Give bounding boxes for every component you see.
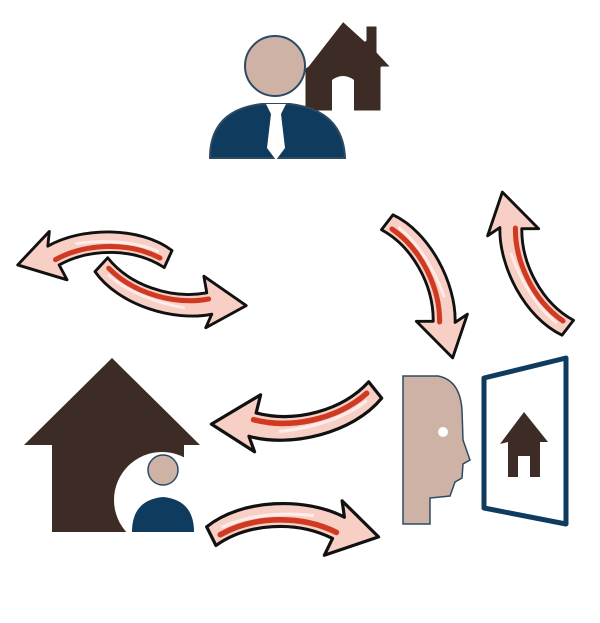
home-person-head-icon xyxy=(147,454,179,486)
businessperson-with-house-icon xyxy=(208,18,395,160)
home-with-person-icon xyxy=(24,358,210,548)
home-person-body-icon xyxy=(132,497,194,532)
tie-icon xyxy=(266,104,286,160)
door-with-house-icon xyxy=(481,355,569,527)
cycle-arrows-left-icon xyxy=(14,215,250,334)
door-house-icon xyxy=(500,412,548,477)
cycle-arrows-bottom-icon xyxy=(205,381,386,563)
person-head-icon xyxy=(244,35,306,97)
cycle-arrows-right-icon xyxy=(378,184,577,365)
person-profile-icon xyxy=(402,375,471,525)
small-house-icon xyxy=(302,18,395,114)
